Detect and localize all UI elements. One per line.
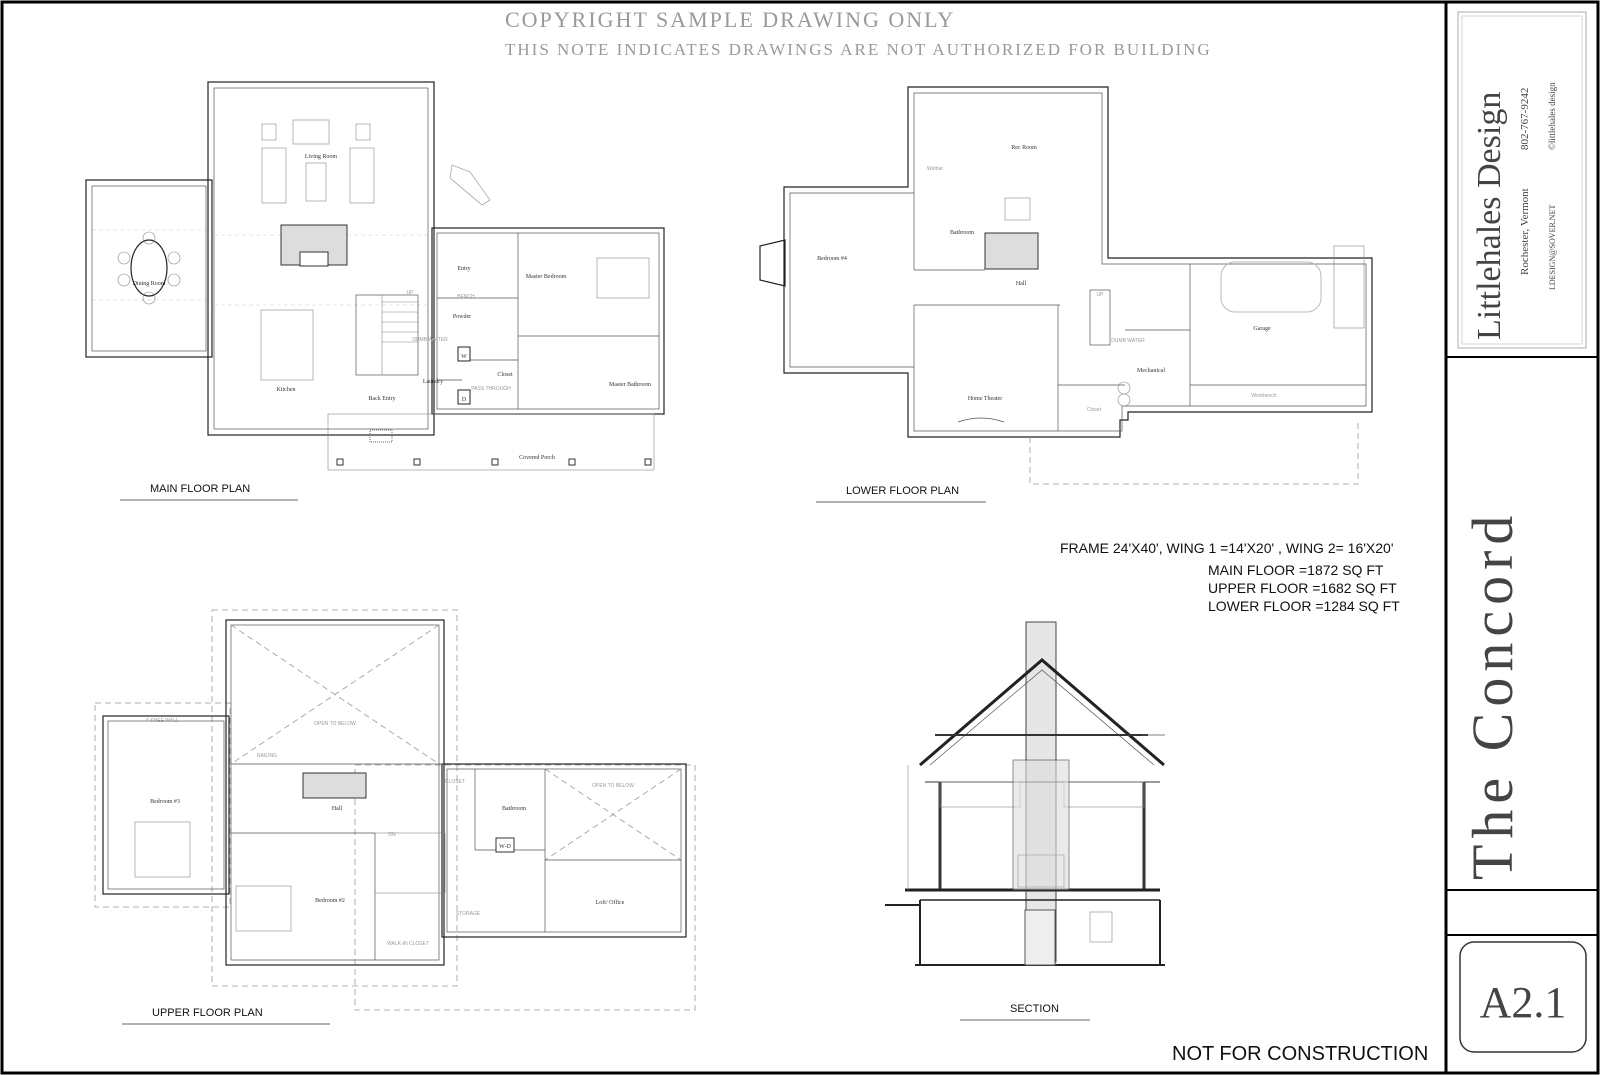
firm-location: Rochester, Vermont bbox=[1519, 188, 1531, 275]
copyright-line-2: THIS NOTE INDICATES DRAWINGS ARE NOT AUT… bbox=[505, 40, 1212, 59]
stair-up-label: UP bbox=[1097, 292, 1105, 298]
firm-phone: 802-767-9242 bbox=[1519, 88, 1531, 150]
lower-floor-plan: Rec Room Bedroom #4 Bathroom Hall Home T… bbox=[759, 86, 1373, 485]
upper-floor-plan-title: UPPER FLOOR PLAN bbox=[152, 1007, 263, 1019]
room-label: WALK-IN CLOSET bbox=[387, 941, 429, 947]
railing-label: RAILING bbox=[257, 753, 277, 759]
sheet-number: A2.1 bbox=[1480, 978, 1567, 1027]
copyright-line-1: COPYRIGHT SAMPLE DRAWING ONLY bbox=[505, 7, 955, 32]
not-for-construction: NOT FOR CONSTRUCTION bbox=[1172, 1043, 1428, 1065]
sheet-number-box bbox=[1459, 941, 1587, 1053]
dryer-label: D bbox=[462, 397, 467, 403]
building-section bbox=[885, 621, 1165, 966]
firm-email: LDESIGN@SOVER.NET bbox=[1548, 205, 1557, 290]
washer-dryer-label: W-D bbox=[499, 844, 511, 850]
room-label: OPEN TO BELOW bbox=[314, 721, 356, 727]
room-label: Closet bbox=[1087, 407, 1102, 413]
upper-floor-area: UPPER FLOOR =1682 SQ FT bbox=[1208, 580, 1397, 596]
room-label: Wetbar bbox=[927, 166, 943, 172]
room-label: Bathroom bbox=[950, 230, 974, 236]
upper-floor-plan: W-D OPEN TO BELOW Bedroom #3 Hall Bedroo… bbox=[94, 609, 696, 1011]
room-label: Home Theater bbox=[968, 396, 1002, 402]
dumbwaiter-label: DUMB WATER bbox=[1111, 338, 1145, 344]
room-label: Covered Porch bbox=[519, 455, 555, 461]
main-floor-plan: W D Living Room Dining Room Kitchen Entr… bbox=[85, 81, 665, 471]
room-label: Hall bbox=[332, 806, 343, 812]
room-label: Master Bedroom bbox=[526, 274, 567, 280]
room-label: Entry bbox=[457, 266, 470, 272]
room-label: Laundry bbox=[423, 379, 443, 385]
room-label: Garage bbox=[1253, 326, 1271, 332]
room-label: Dining Room bbox=[133, 281, 166, 287]
bench-label: BENCH bbox=[457, 294, 475, 300]
firm-block: Littlehales Design Rochester, Vermont 80… bbox=[1457, 11, 1587, 349]
main-floor-plan-title: MAIN FLOOR PLAN bbox=[150, 483, 250, 495]
room-label: Bedroom #4 bbox=[817, 256, 847, 262]
section-title: SECTION bbox=[1010, 1003, 1059, 1015]
room-label: Powder bbox=[453, 314, 471, 320]
lower-floor-plan-title: LOWER FLOOR PLAN bbox=[846, 485, 959, 497]
main-floor-area: MAIN FLOOR =1872 SQ FT bbox=[1208, 562, 1384, 578]
project-title: The Concord bbox=[1460, 510, 1525, 880]
lower-floor-area: LOWER FLOOR =1284 SQ FT bbox=[1208, 598, 1400, 614]
room-label: Kitchen bbox=[277, 387, 296, 393]
firm-name: Littlehales Design bbox=[1471, 92, 1508, 340]
dumbwaiter-label: DUMB WAITER bbox=[412, 337, 448, 343]
room-label: Loft/ Office bbox=[596, 899, 625, 906]
pass-through-label: PASS THROUGH bbox=[471, 386, 511, 392]
frame-note: FRAME 24'X40', WING 1 =14'X20' , WING 2=… bbox=[1060, 540, 1394, 556]
room-label: Bathroom bbox=[502, 806, 526, 812]
stair-up-label: UP bbox=[407, 290, 415, 296]
room-label: STORAGE bbox=[456, 911, 481, 917]
washer-label: W bbox=[461, 354, 467, 360]
room-label: OPEN TO BELOW bbox=[592, 783, 634, 789]
firm-copyright: ©littlehales design bbox=[1547, 82, 1557, 150]
room-label: Rec Room bbox=[1011, 145, 1037, 151]
room-label: CLOSET bbox=[445, 779, 465, 785]
knee-wall-label: 4' KNEE WALL bbox=[145, 718, 179, 724]
room-label: Back Entry bbox=[368, 396, 395, 402]
room-label: Master Bathroom bbox=[609, 382, 651, 388]
stair-down-label: DN bbox=[388, 832, 396, 838]
room-label: Closet bbox=[497, 372, 513, 378]
room-label: Bedroom #2 bbox=[315, 898, 345, 904]
room-label: Mechanical bbox=[1137, 368, 1165, 374]
room-label: Living Room bbox=[305, 154, 338, 160]
room-label: Bedroom #3 bbox=[150, 799, 180, 805]
room-label: Workbench bbox=[1251, 393, 1276, 399]
room-label: Hall bbox=[1016, 281, 1027, 287]
